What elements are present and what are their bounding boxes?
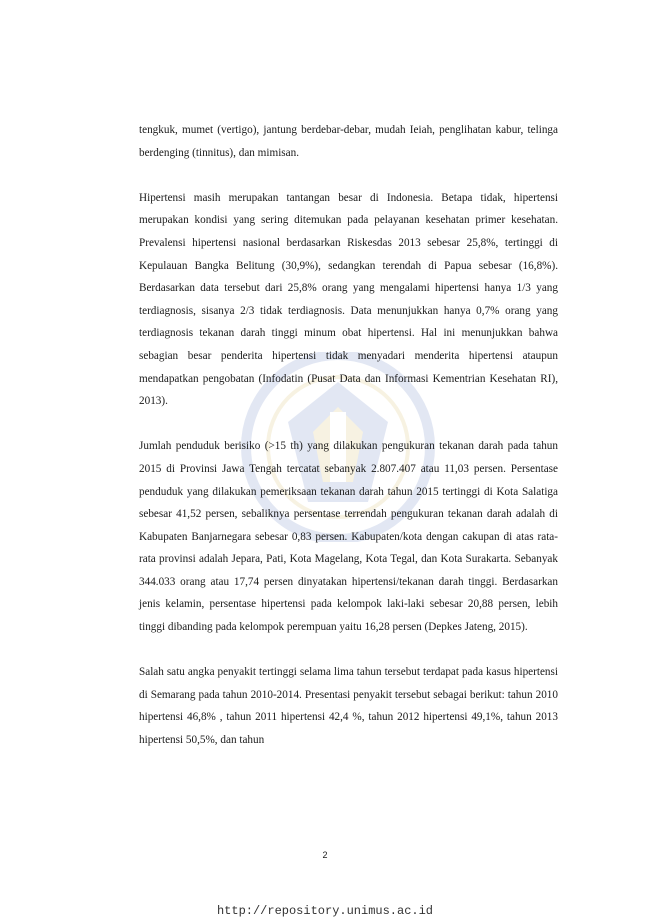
page-number: 2 (322, 850, 328, 860)
paragraph-symptoms: tengkuk, mumet (vertigo), jantung berdeb… (139, 124, 558, 159)
body-text: tengkuk, mumet (vertigo), jantung berdeb… (139, 119, 558, 774)
paragraph-central-java-data: Jumlah penduduk berisiko (>15 th) yang d… (139, 440, 558, 634)
paragraph-hypertension-indonesia: Hipertensi masih merupakan tantangan bes… (139, 191, 558, 408)
university-seal-watermark (241, 352, 435, 542)
footer-url[interactable]: http://repository.unimus.ac.id (216, 904, 434, 918)
paragraph-semarang-data: Salah satu angka penyakit tertinggi sela… (139, 666, 558, 747)
